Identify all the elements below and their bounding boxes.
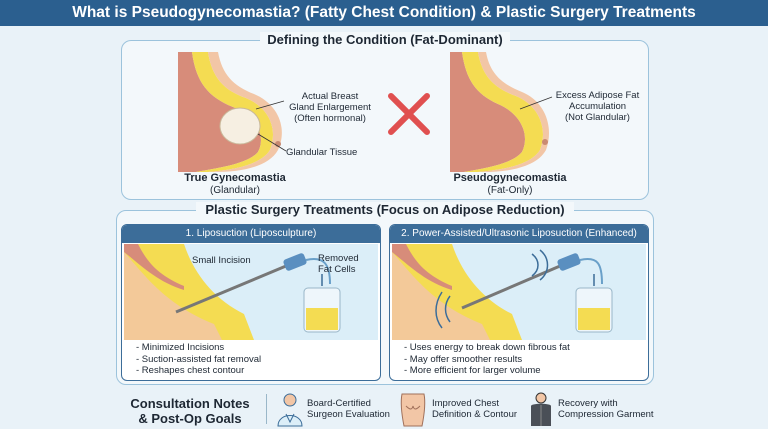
list-item: - More efficient for larger volume <box>404 365 541 376</box>
label-gland-enlargement: Actual Breast Gland Enlargement (Often h… <box>289 91 371 124</box>
list-item: - May offer smoother results <box>404 353 523 365</box>
power-lipo-illustration <box>392 244 646 340</box>
treatments-title: Plastic Surgery Treatments (Focus on Adi… <box>196 202 574 217</box>
list-item: - Uses energy to break down fibrous fat <box>404 342 570 353</box>
pseudo-subcaption: (Fat-Only) <box>487 185 533 196</box>
divider <box>266 394 267 424</box>
goal-surgeon: Board-Certified Surgeon Evaluation <box>307 398 390 420</box>
label-glandular-tissue: Glandular Tissue <box>286 147 358 158</box>
power-lipo-card-header: 2. Power-Assisted/Ultrasonic Liposuction… <box>390 225 648 243</box>
label-small-incision: Small Incision <box>192 255 251 266</box>
compression-garment-icon <box>531 392 551 426</box>
surgeon-icon <box>277 393 303 427</box>
definition-title: Defining the Condition (Fat-Dominant) <box>260 32 510 47</box>
pointer-line <box>255 100 285 110</box>
list-item: - Minimized Incisions <box>136 342 225 353</box>
liposuction-bullets: - Minimized Incisions - Suction-assisted… <box>136 342 376 377</box>
power-lipo-bullets: - Uses energy to break down fibrous fat … <box>404 342 644 377</box>
list-item: - Suction-assisted fat removal <box>136 353 262 365</box>
chest-icon <box>400 393 426 427</box>
page-title: What is Pseudogynecomastia? (Fatty Chest… <box>0 0 768 26</box>
true-gyno-caption: True Gynecomastia <box>184 172 286 184</box>
true-gynecomastia-illustration <box>178 52 282 172</box>
goal-chest: Improved Chest Definition & Contour <box>432 398 518 420</box>
true-gyno-subcaption: (Glandular) <box>209 185 261 196</box>
list-item: - Reshapes chest contour <box>136 365 245 376</box>
consultation-title: Consultation Notes & Post-Op Goals <box>130 396 250 426</box>
liposuction-card-header: 1. Liposuction (Liposculpture) <box>122 225 380 243</box>
pseudogynecomastia-illustration <box>450 52 549 172</box>
cross-icon <box>388 93 430 135</box>
label-adipose-accumulation: Excess Adipose Fat Accumulation (Not Gla… <box>555 90 640 123</box>
pseudo-caption: Pseudogynecomastia <box>453 172 567 184</box>
label-removed-fat: Removed Fat Cells <box>318 253 359 275</box>
pointer-line <box>519 96 553 110</box>
liposuction-illustration <box>124 244 378 340</box>
pointer-line <box>257 133 287 152</box>
goal-recovery: Recovery with Compression Garment <box>558 398 654 420</box>
